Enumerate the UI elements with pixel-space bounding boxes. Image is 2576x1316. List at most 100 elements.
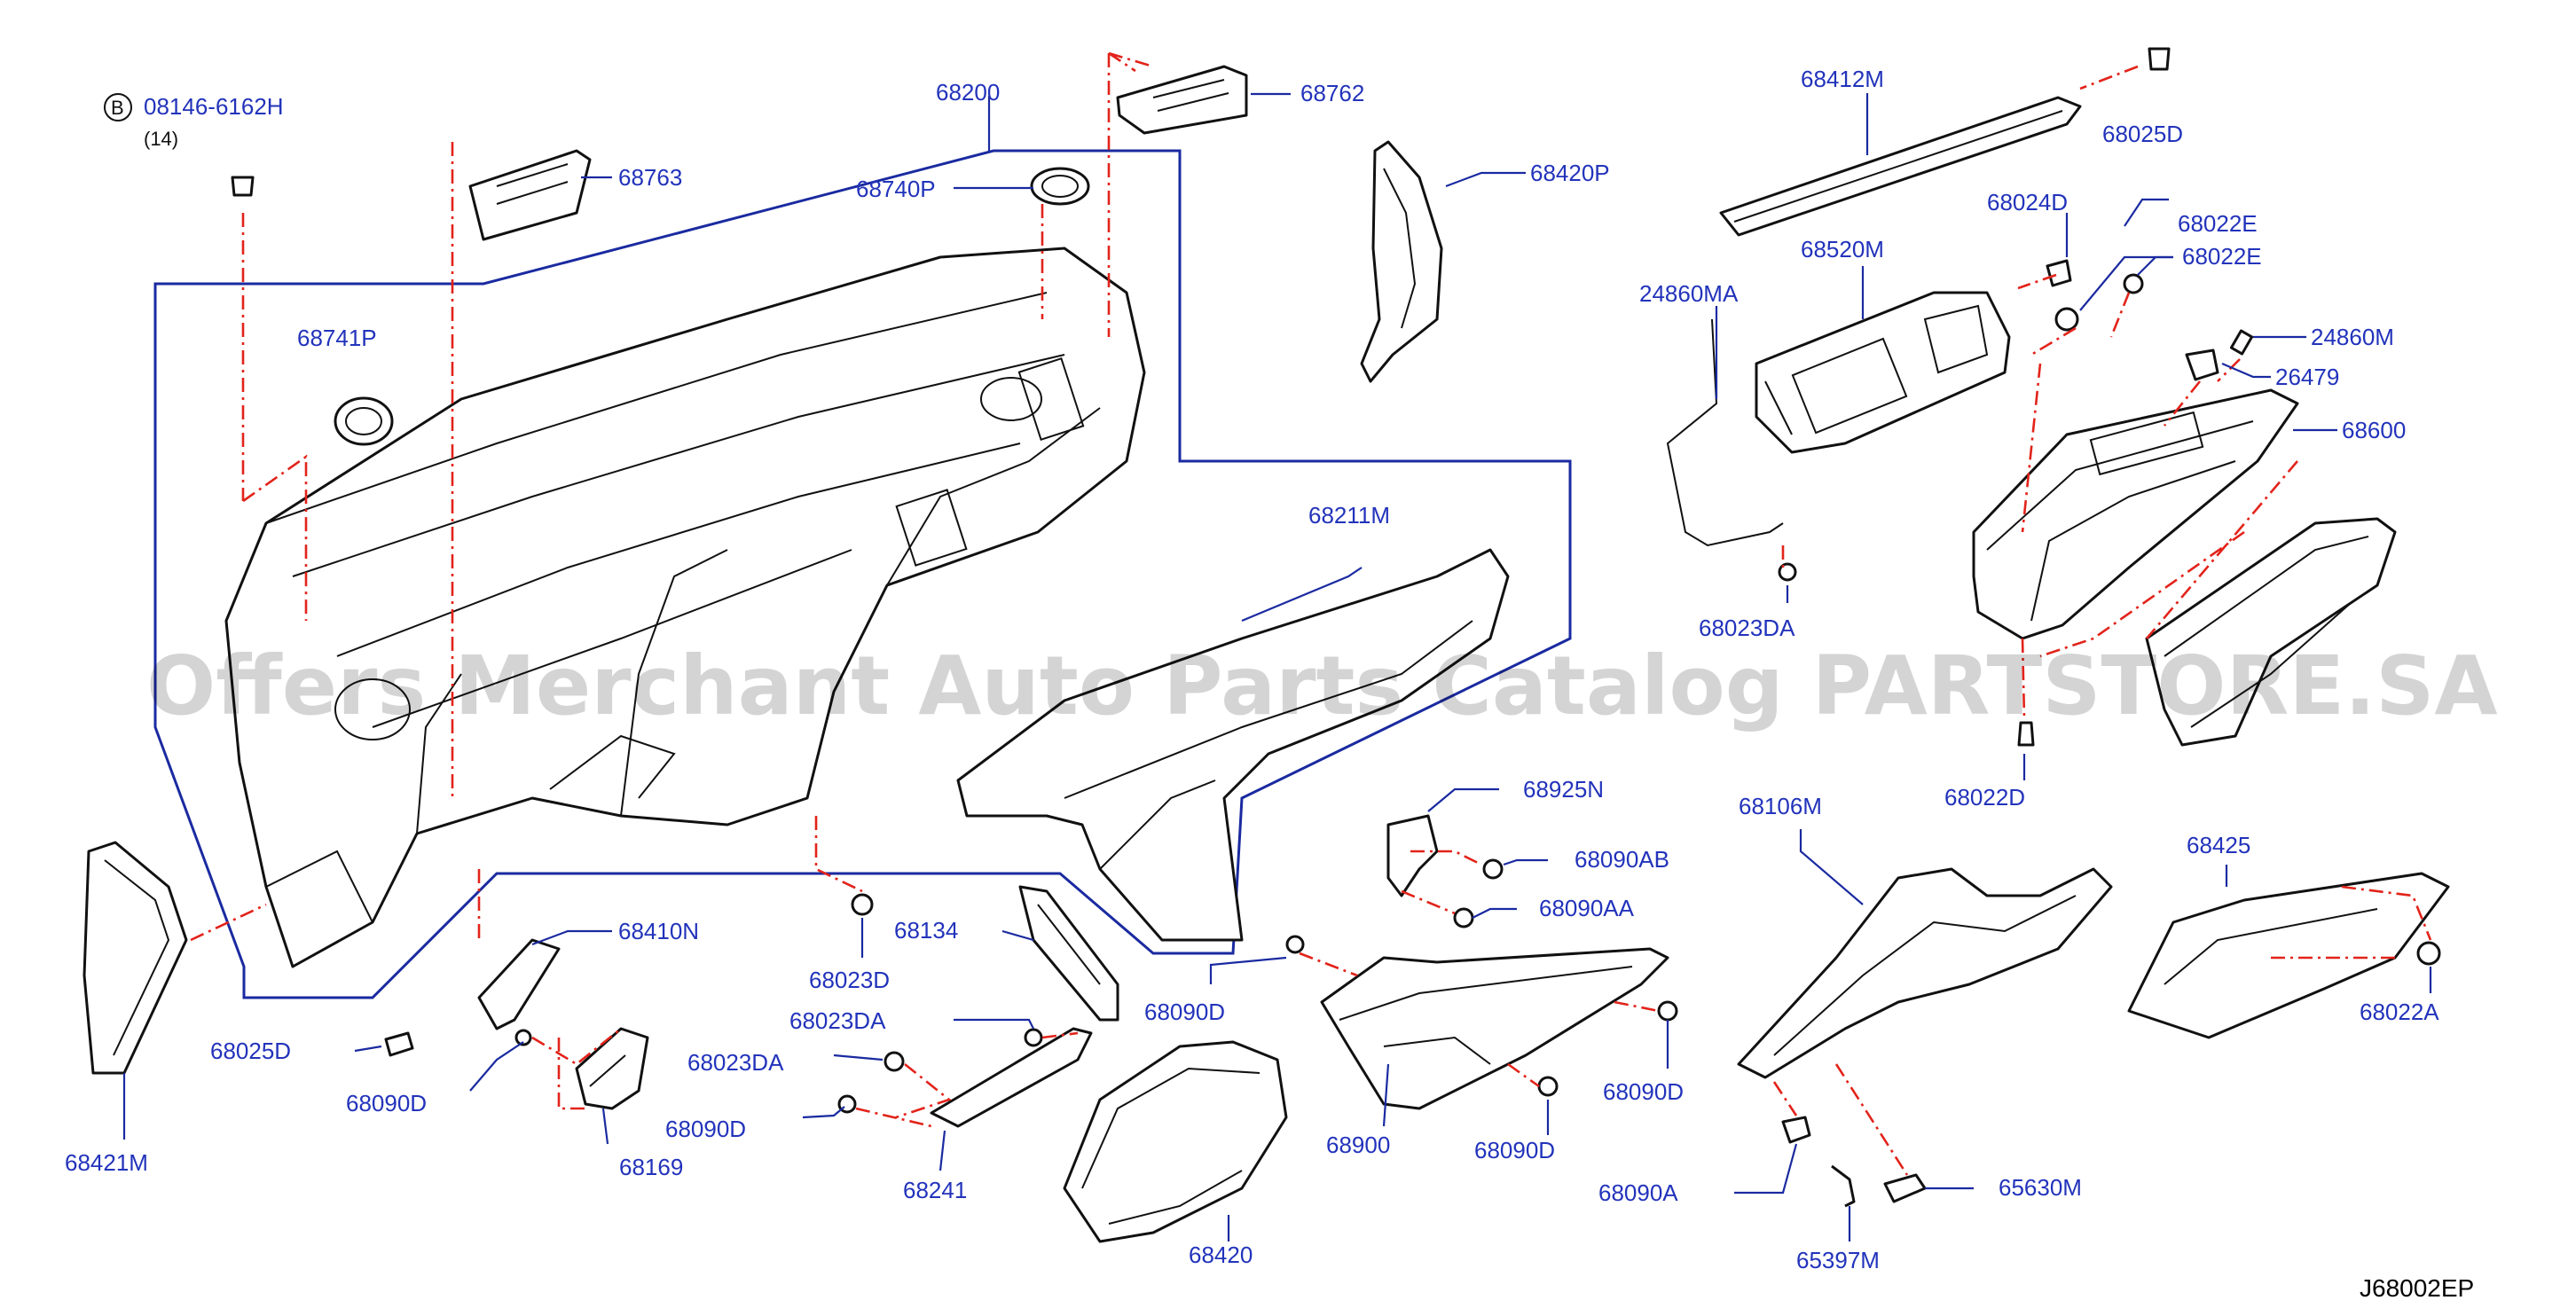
- label-68090AB: 68090AB: [1575, 846, 1669, 873]
- side-bracket-68420P: [1360, 140, 1443, 383]
- lower-panel-68900: [1320, 947, 1669, 1110]
- label-68763: 68763: [618, 164, 682, 191]
- round-vent-68740P: [1030, 167, 1090, 206]
- label-68900: 68900: [1326, 1132, 1390, 1158]
- clip-68090A: [1781, 1116, 1811, 1144]
- label-68169: 68169: [619, 1154, 683, 1180]
- label-68090A: 68090A: [1598, 1179, 1678, 1206]
- label-24860MA: 24860MA: [1639, 280, 1739, 307]
- screw-68090AB: [1482, 858, 1504, 880]
- assembly-lines: [190, 51, 2432, 1176]
- diagram-code: J68002EP: [2360, 1274, 2474, 1302]
- screw-68090D-c: [1285, 935, 1305, 954]
- instrument-panel-body: [224, 247, 1146, 968]
- label-68023D: 68023D: [809, 967, 890, 993]
- label-68600: 68600: [2342, 417, 2406, 443]
- label-68740P: 68740P: [856, 176, 936, 202]
- part-labels: 68200 68762 68763 68740P 68741P 68420P 6…: [65, 66, 2439, 1273]
- screw-68022A: [2416, 941, 2441, 966]
- label-68023DA-a: 68023DA: [789, 1007, 886, 1034]
- label-68420: 68420: [1189, 1242, 1253, 1268]
- label-26479: 26479: [2275, 364, 2339, 390]
- clip-68022E-b: [2123, 273, 2144, 294]
- bolt-reference: B 08146-6162H (14): [104, 93, 284, 150]
- label-68025D-left: 68025D: [210, 1038, 291, 1064]
- label-65397M: 65397M: [1796, 1247, 1880, 1273]
- label-68420P: 68420P: [1530, 160, 1610, 186]
- label-68022E-a: 68022E: [2178, 210, 2258, 237]
- glove-box-door: [2145, 517, 2397, 747]
- bolt-symbol: B: [111, 97, 124, 119]
- glove-box-housing-68600: [1972, 388, 2299, 640]
- round-vent-68741P: [334, 396, 394, 446]
- label-68134: 68134: [894, 917, 958, 944]
- connector-24860M: [2229, 329, 2254, 356]
- label-68412M: 68412M: [1801, 66, 1884, 92]
- vent-grille-68763: [468, 149, 592, 241]
- screw-68023D: [851, 893, 874, 916]
- harness-24860MA: [1666, 318, 1784, 547]
- label-68090D-d: 68090D: [1603, 1078, 1684, 1105]
- clip-68022E-a: [2054, 307, 2079, 332]
- label-68106M: 68106M: [1739, 793, 1822, 819]
- label-68200: 68200: [936, 79, 1000, 106]
- label-68090AA: 68090AA: [1539, 895, 1635, 921]
- label-68024D: 68024D: [1987, 189, 2068, 215]
- label-68090D-c: 68090D: [1144, 999, 1225, 1025]
- label-68241: 68241: [903, 1177, 967, 1203]
- bolt-part-number: 08146-6162H: [144, 93, 284, 120]
- panel-trim-68211M: [956, 548, 1510, 942]
- center-bezel-68520M: [1755, 291, 2011, 454]
- assembly-group-outline: [153, 149, 1572, 999]
- screw-68023DA-b: [884, 1051, 905, 1072]
- switch-65397M: [1831, 1164, 1856, 1208]
- cover-68241: [930, 1027, 1093, 1128]
- screw-68090D-a: [514, 1029, 532, 1046]
- label-65630M: 65630M: [1999, 1174, 2082, 1201]
- label-68090D-e: 68090D: [1474, 1137, 1555, 1163]
- label-68023DA-right: 68023DA: [1699, 615, 1795, 641]
- screw-68090D-e: [1537, 1076, 1559, 1097]
- label-68410N: 68410N: [618, 918, 699, 944]
- screw-68023DA-right: [1778, 562, 1797, 582]
- label-24860M: 24860M: [2311, 324, 2394, 350]
- bracket-68925N: [1386, 814, 1439, 897]
- switch-65630M: [1883, 1173, 1927, 1203]
- screw-68024D: [2046, 259, 2072, 287]
- label-68741P: 68741P: [297, 325, 377, 351]
- label-68925N: 68925N: [1523, 776, 1604, 803]
- label-68022D: 68022D: [1944, 784, 2025, 811]
- label-68023DA-b: 68023DA: [687, 1049, 784, 1076]
- bracket-68134: [1018, 885, 1119, 1022]
- top-strip-68412M: [1719, 96, 2082, 237]
- label-68022A: 68022A: [2360, 999, 2439, 1025]
- label-68090D-b: 68090D: [665, 1116, 746, 1142]
- clip-26479: [2185, 349, 2219, 381]
- label-68762: 68762: [1300, 80, 1364, 106]
- leader-lines: [122, 92, 2432, 1242]
- screw-08146-6162H: [231, 176, 255, 197]
- bracket-68169: [575, 1027, 649, 1110]
- label-68090D-a: 68090D: [346, 1090, 427, 1116]
- label-68425: 68425: [2187, 832, 2250, 858]
- fasteners: [231, 47, 2441, 1114]
- side-trim-68421M: [82, 841, 188, 1075]
- screw-68090D-d: [1657, 1000, 1678, 1022]
- screw-68025D-top: [2148, 47, 2171, 71]
- screw-68090AA: [1453, 907, 1474, 928]
- lower-cover-68425: [2127, 872, 2450, 1039]
- bolt-symbol-circle: [104, 93, 132, 121]
- watermark: Offers Merchant Auto Parts Catalog PARTS…: [146, 638, 2498, 733]
- screw-68025D-left: [384, 1031, 414, 1057]
- cover-68410N: [477, 938, 561, 1030]
- cluster-lid-68420: [1063, 1040, 1288, 1243]
- clip-68022D: [2017, 721, 2035, 747]
- bolt-quantity: (14): [144, 128, 178, 150]
- label-68022E-b: 68022E: [2182, 243, 2262, 270]
- label-68421M: 68421M: [65, 1149, 148, 1176]
- label-68520M: 68520M: [1801, 236, 1884, 262]
- label-68211M: 68211M: [1308, 502, 1390, 529]
- label-68025D-top: 68025D: [2102, 121, 2183, 147]
- screw-68023DA-a: [1024, 1028, 1043, 1047]
